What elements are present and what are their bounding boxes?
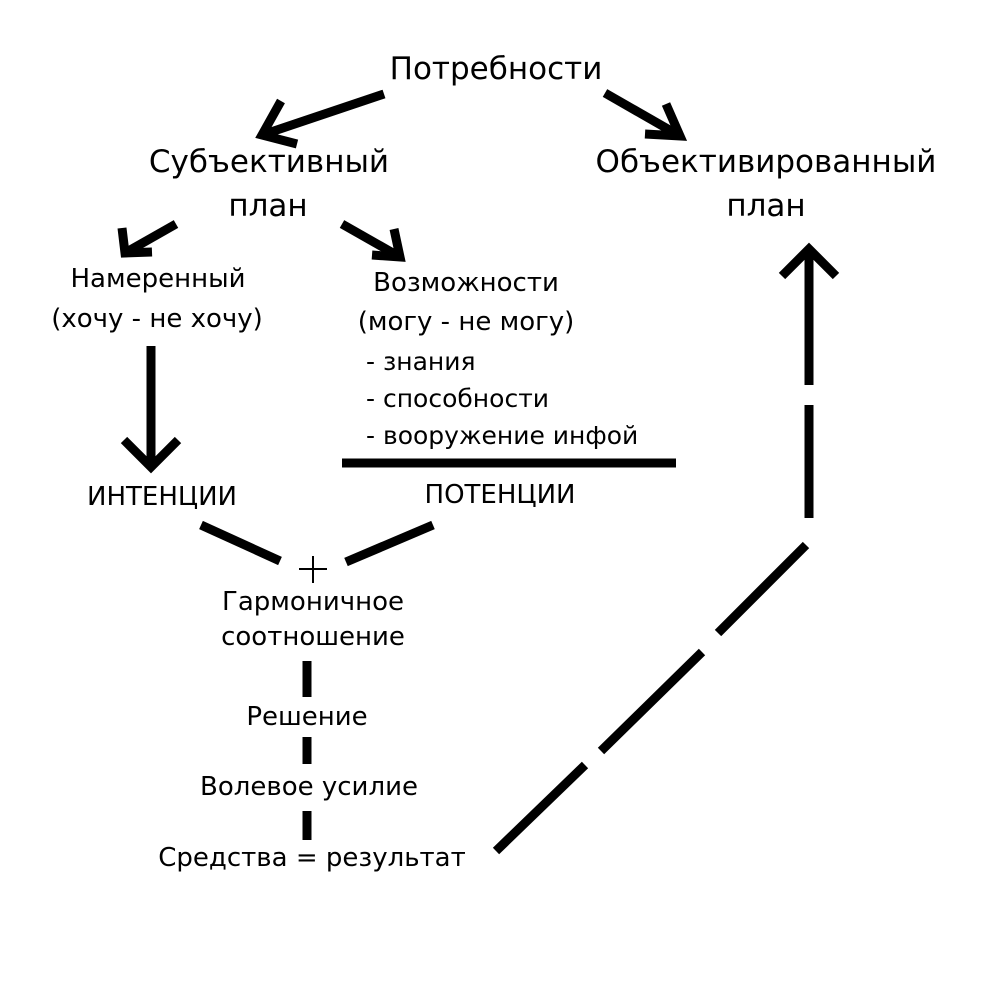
arrow-intended-to-intentions [120, 346, 182, 474]
arrow-needs-to-objective [602, 89, 688, 141]
plus-sign [299, 556, 327, 583]
dashed-line-result-to-objective [492, 242, 840, 855]
line-potentials-to-plus [344, 520, 435, 567]
arrow-needs-to-subjective [255, 89, 386, 149]
node-subjective-title: Субъективный [148, 144, 390, 180]
node-possibilities-title: Возможности [373, 268, 559, 298]
node-intended-subtitle: (хочу - не хочу) [51, 304, 263, 334]
node-intentions: ИНТЕНЦИИ [87, 482, 237, 512]
node-needs: Потребности [389, 51, 603, 87]
line-intentions-to-plus [199, 520, 282, 566]
node-willpower: Волевое усилие [200, 772, 418, 802]
node-objective-subtitle: план [726, 188, 806, 224]
node-means-result: Средства = результат [158, 843, 466, 873]
node-objective-title: Объективированный [595, 144, 937, 180]
node-intended-title: Намеренный [70, 264, 246, 294]
node-subjective-subtitle: план [228, 188, 308, 224]
possibilities-list-item: - способности [366, 384, 550, 413]
arrow-subjective-to-intended [117, 220, 179, 258]
node-possibilities-subtitle: (могу - не могу) [357, 307, 575, 337]
possibilities-list-item: - вооружение инфой [366, 421, 639, 450]
arrow-subjective-to-possibilities [339, 220, 406, 262]
node-potentials: ПОТЕНЦИИ [424, 480, 576, 510]
possibilities-list-item: - знания [366, 347, 476, 376]
node-harmonic-title: Гармоничное [222, 587, 404, 617]
node-harmonic-subtitle: соотношение [221, 622, 405, 652]
node-decision: Решение [246, 702, 368, 732]
